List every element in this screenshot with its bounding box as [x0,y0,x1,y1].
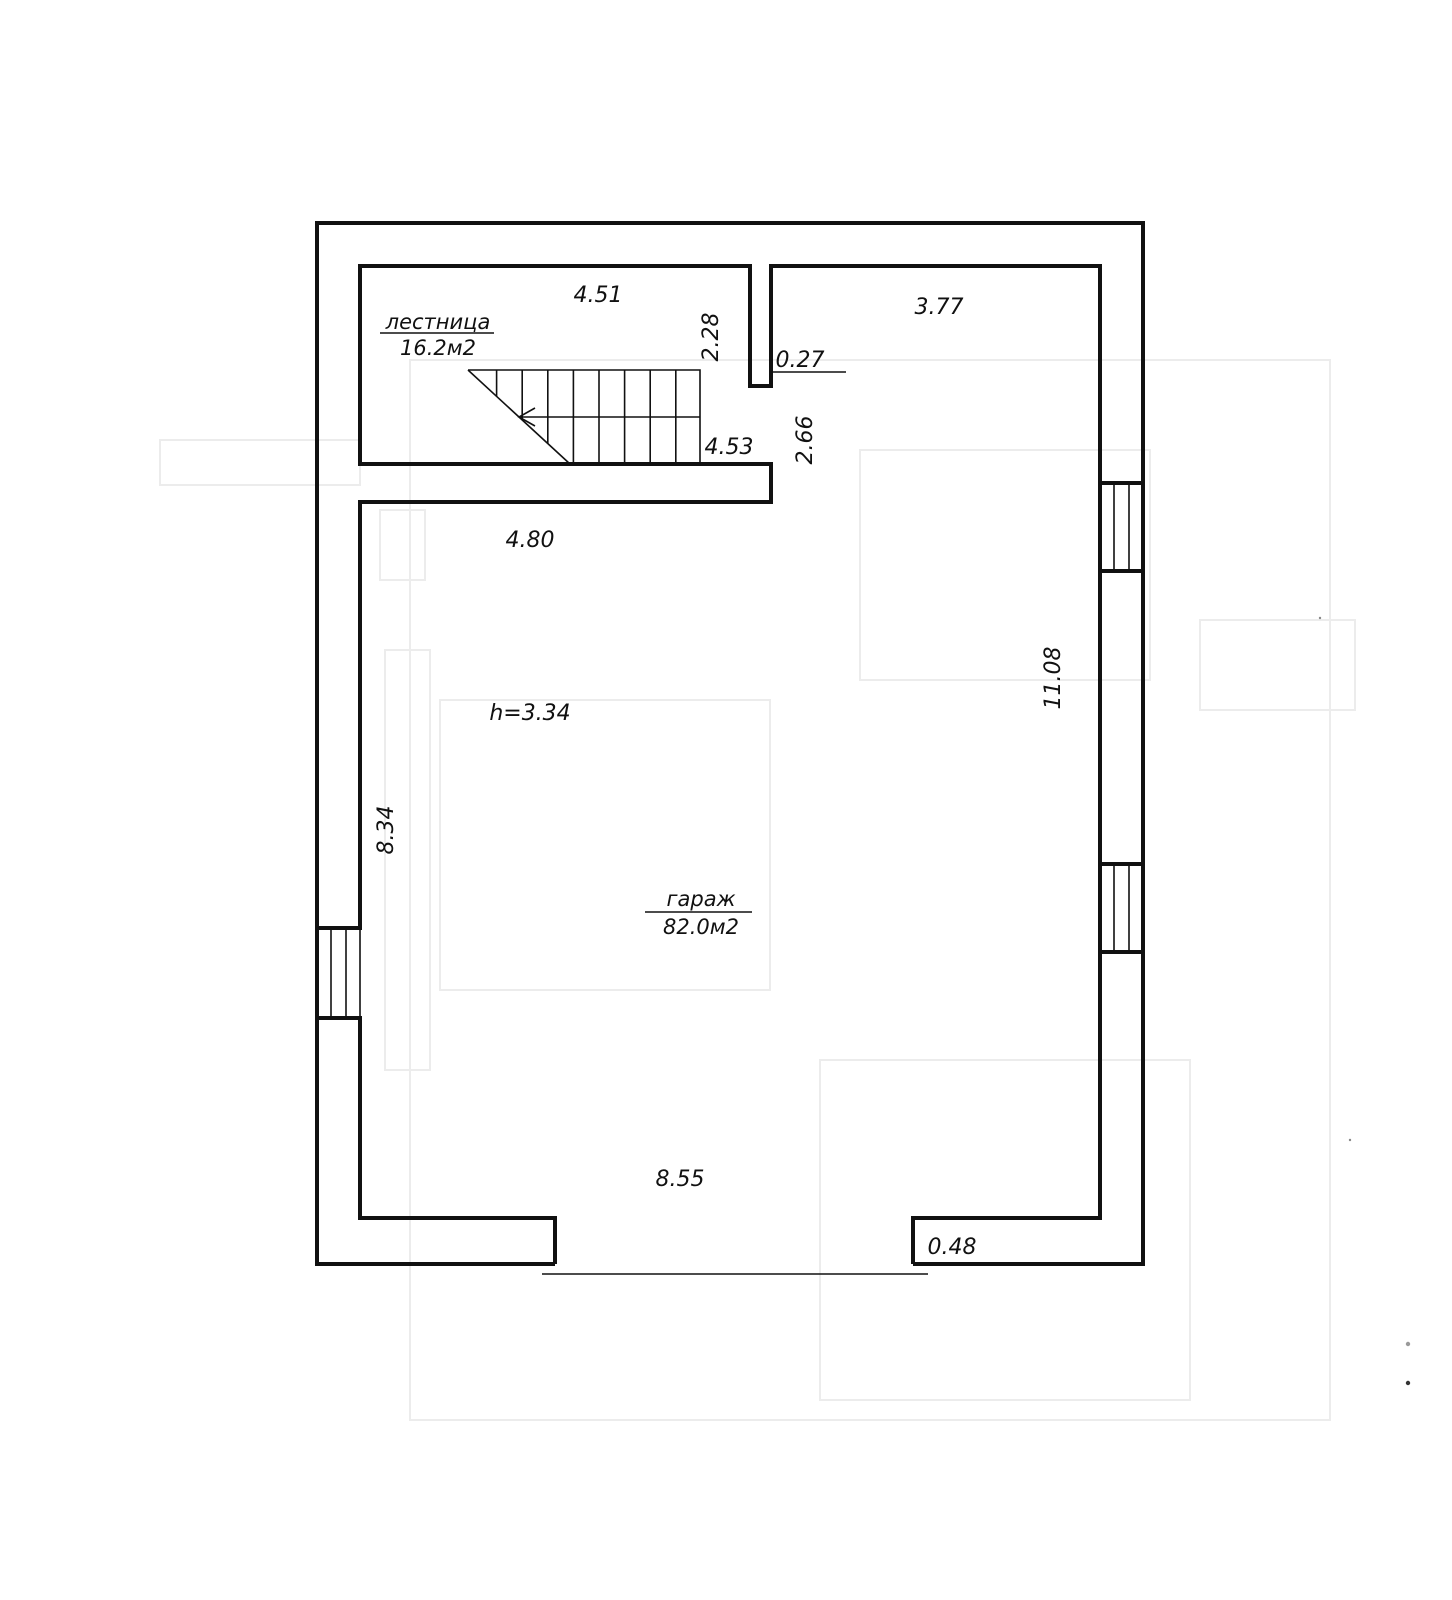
dim-partition: 0.27 [776,348,825,373]
room-name-garage: гараж [666,887,735,911]
dim-stair-bottom: 4.53 [705,435,754,460]
staircase [467,369,701,465]
ceiling-height: h=3.34 [489,701,570,726]
stair-arrow [517,407,536,427]
dim-left-wall: 8.34 [374,806,399,855]
room-labels: лестница 16.2м2 гараж 82.0м2 h=3.34 [380,310,752,939]
dim-garage-top: 4.80 [506,528,555,553]
room-area-garage: 82.0м2 [663,915,739,939]
stair-outline [468,369,701,464]
windows [316,482,1144,1019]
dim-corridor: 2.66 [793,416,818,465]
outer-walls [315,221,1145,1266]
room-name-stair: лестница [385,310,491,334]
dim-bottom: 8.55 [656,1167,705,1192]
dim-stair-height: 2.28 [699,313,724,362]
dim-right-wall: 11.08 [1041,647,1066,710]
room-area-stair: 16.2м2 [400,336,476,360]
window-right-upper [1099,482,1144,572]
scan-show-through [159,359,1356,1421]
window-left [316,927,361,1019]
dim-wall-thickness: 0.48 [928,1235,977,1260]
dim-stair-top: 4.51 [574,283,623,308]
dim-right-room-top: 3.77 [915,295,964,320]
window-right-lower [1099,863,1144,953]
scan-specks [1318,616,1411,1386]
dimension-labels: 4.51 3.77 0.27 4.53 4.80 8.55 0.48 2.28 … [374,283,1066,1260]
